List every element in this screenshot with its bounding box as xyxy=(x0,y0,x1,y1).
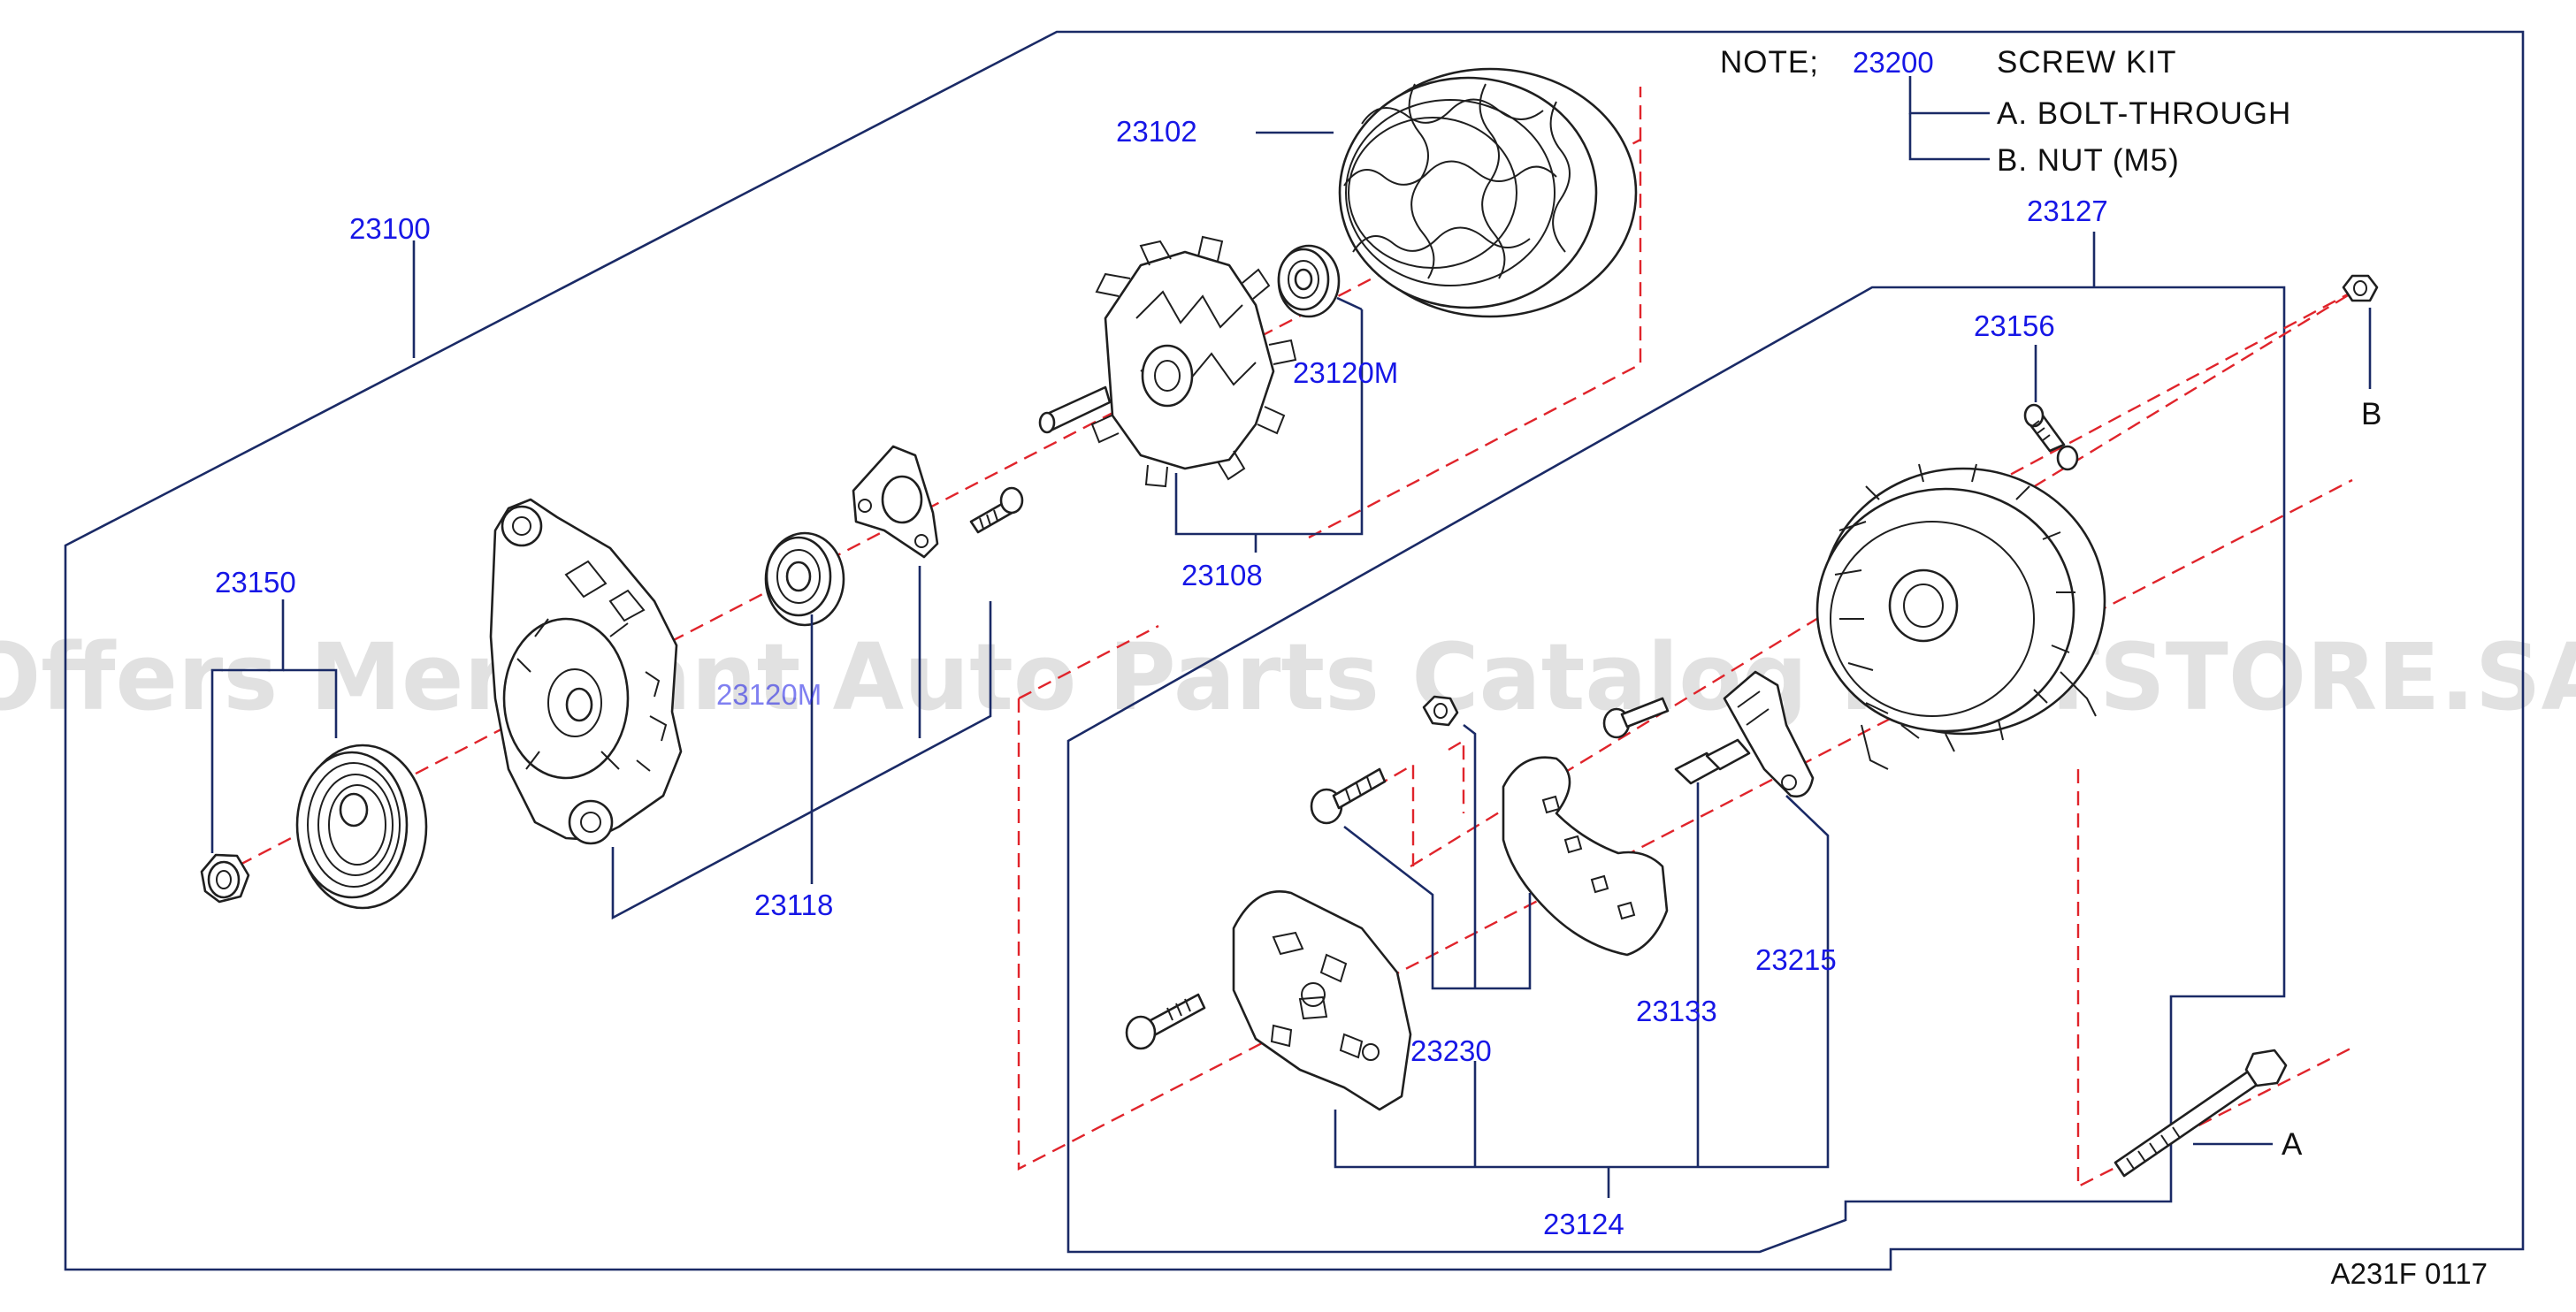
subassembly-frame-23127 xyxy=(1066,286,2286,1254)
brush-holder-bolt-part xyxy=(1602,697,1670,739)
part-number-23133[interactable]: 23133 xyxy=(1636,995,1717,1027)
part-number-23120m[interactable]: 23120M xyxy=(1293,356,1398,389)
part-number-23124[interactable]: 23124 xyxy=(1543,1208,1624,1240)
note-label: NOTE; xyxy=(1720,45,1819,80)
front-housing-part xyxy=(489,498,683,845)
screw-kit-number: 23200 xyxy=(1853,46,1934,79)
plate-bolt-part xyxy=(1125,993,1206,1050)
watermark: Offers Merchant Auto Parts Catalog PARTS… xyxy=(0,623,2576,731)
screw-kit-name: SCREW KIT xyxy=(1997,45,2176,80)
stator-part xyxy=(1338,67,1638,318)
part-number-23150[interactable]: 23150 xyxy=(215,566,296,599)
part-number-23156[interactable]: 23156 xyxy=(1974,309,2055,342)
front-bearing-part xyxy=(764,531,845,627)
part-number-23215[interactable]: 23215 xyxy=(1755,943,1837,976)
callout-a: A xyxy=(2282,1127,2303,1162)
bearing-retainer-part xyxy=(852,445,939,559)
part-number-23118[interactable]: 23118 xyxy=(754,889,833,921)
part-number-23102[interactable]: 23102 xyxy=(1116,115,1197,148)
part-number-23100[interactable]: 23100 xyxy=(349,212,431,245)
part-number-23108[interactable]: 23108 xyxy=(1181,559,1263,591)
insulator-part xyxy=(1502,756,1669,957)
brush-part xyxy=(1674,738,1751,785)
part-number-23120m-ghost: 23120M xyxy=(716,678,822,711)
retainer-screw-part xyxy=(969,486,1024,534)
note-item-b: B. NUT (M5) xyxy=(1997,143,2180,178)
part-number-23127[interactable]: 23127 xyxy=(2027,195,2108,227)
holder-screw-part xyxy=(1310,767,1387,825)
diagram-code: A231F 0117 xyxy=(2331,1257,2488,1290)
pulley-part xyxy=(295,744,428,910)
rear-bearing-part xyxy=(1277,244,1341,318)
through-bolt-part xyxy=(2114,1049,2288,1178)
callout-b: B xyxy=(2361,397,2382,431)
terminal-bolt-part xyxy=(2023,403,2079,471)
leader-lines xyxy=(210,76,2372,1198)
rear-housing-part xyxy=(1815,463,2106,770)
note-item-a: A. BOLT-THROUGH xyxy=(1997,96,2291,131)
pulley-nut-part xyxy=(200,853,250,904)
part-number-23230[interactable]: 23230 xyxy=(1410,1034,1492,1067)
m5-nut-part xyxy=(2342,274,2379,302)
assembly-frame-23100 xyxy=(64,30,2525,1271)
terminal-nut-part xyxy=(1422,695,1459,727)
regulator-part xyxy=(1723,670,1815,798)
rectifier-plate-part xyxy=(1232,890,1412,1111)
rotor-part xyxy=(1038,235,1297,488)
